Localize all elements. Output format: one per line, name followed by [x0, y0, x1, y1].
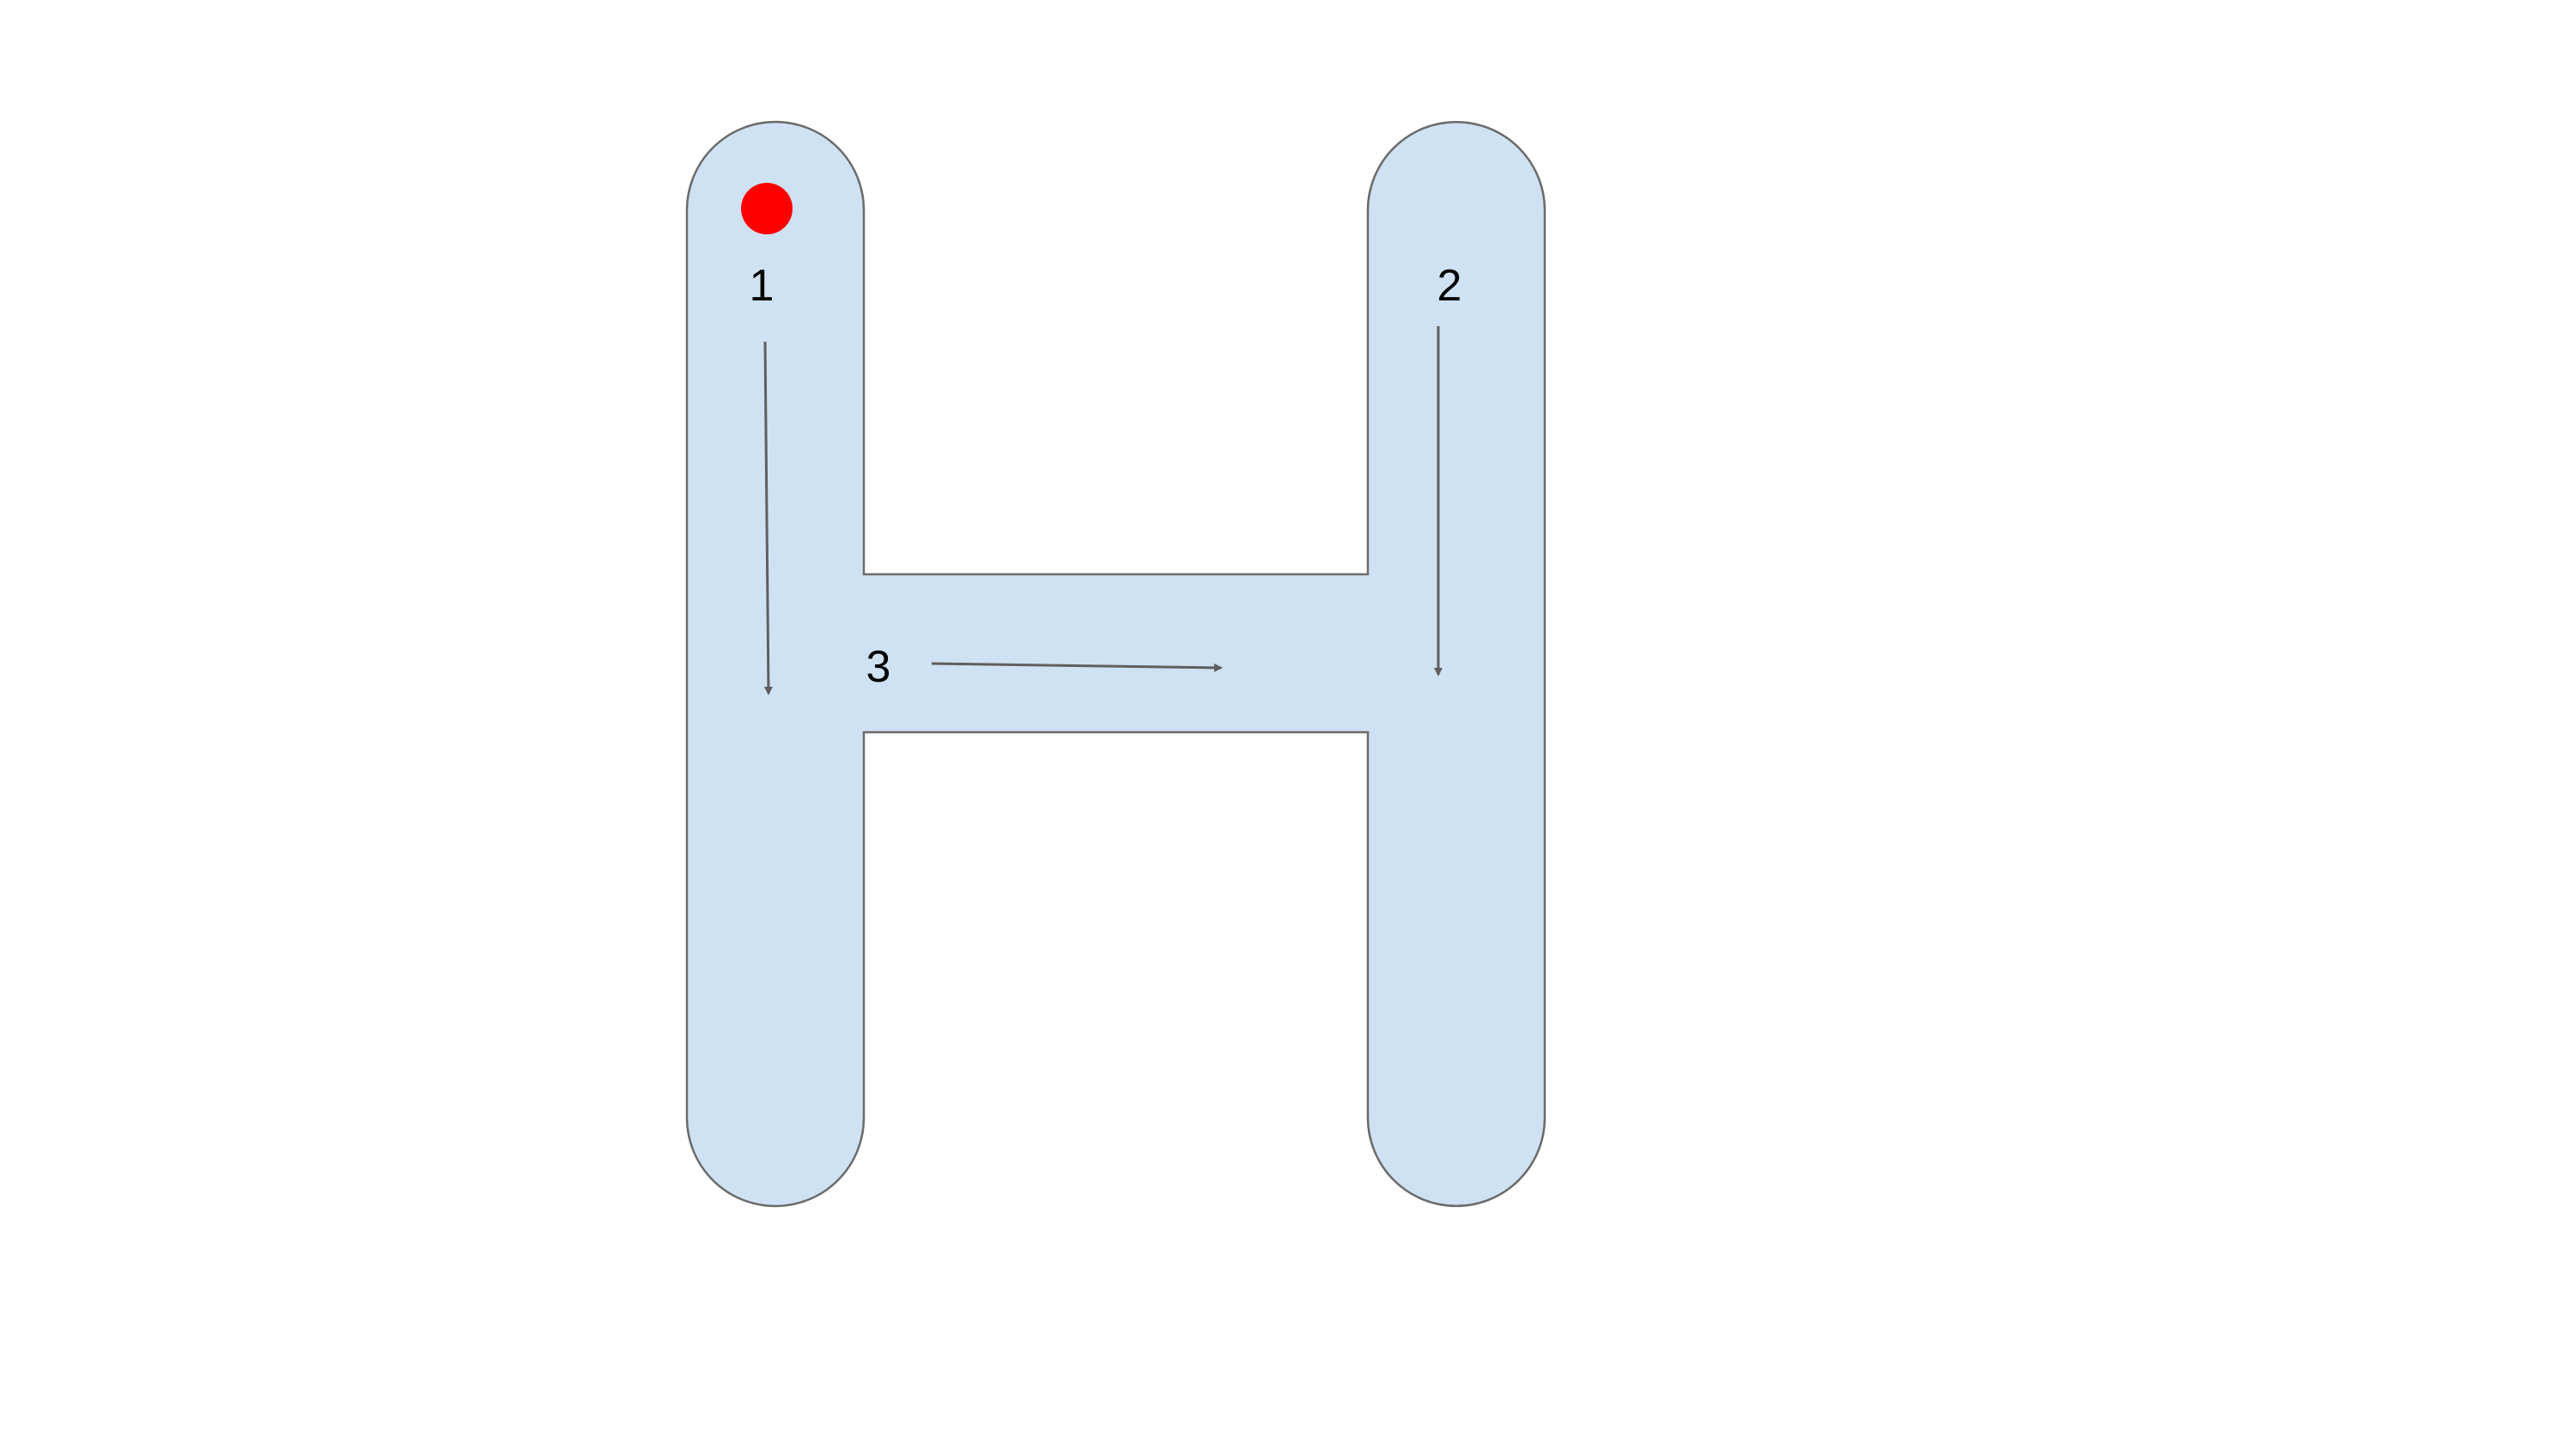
stroke-2-label: 2: [1437, 261, 1462, 311]
stroke-3-label: 3: [866, 642, 891, 692]
stroke-3-arrow: [931, 662, 1223, 672]
start-point-dot: [741, 183, 793, 234]
letter-h-shape: [685, 120, 1546, 1208]
stroke-1-label: 1: [750, 261, 775, 311]
stroke-1-arrow: [763, 341, 773, 695]
